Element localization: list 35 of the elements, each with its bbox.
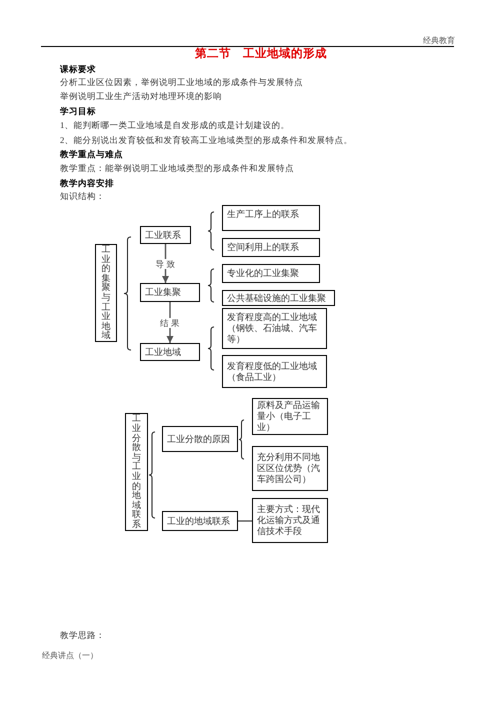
arrow — [166, 302, 174, 343]
body-text: 举例说明工业生产活动对地理环境的影响 — [60, 90, 222, 102]
concept-box: 工业的地域联系 — [162, 511, 238, 531]
concept-box: 发育程度低的工业地域（食品工业） — [222, 355, 327, 388]
body-text: 教学重点：能举例说明工业地域类型的形成条件和发展特点 — [60, 162, 294, 174]
concept-box: 专业化的工业集聚 — [222, 264, 320, 283]
edge-label: 导 致 — [154, 258, 177, 268]
edge-label: 结 果 — [158, 318, 182, 328]
section-heading: 学习目标 — [60, 106, 96, 116]
page-title: 第二节 工业地域的形成 — [195, 47, 327, 61]
concept-box: 工业地域 — [140, 343, 200, 361]
body-text: 知识结构： — [60, 190, 105, 202]
body-text: 分析工业区位因素，举例说明工业地域的形成条件与发展特点 — [60, 76, 303, 88]
concept-box: 工业联系 — [140, 226, 191, 244]
body-text: 教学思路： — [60, 630, 105, 640]
concept-box: 原料及产品运输量小（电子工业） — [252, 398, 328, 435]
concept-box: 空间利用上的联系 — [222, 238, 320, 257]
concept-box: 主要方式：现代化运输方式及通信技术手段 — [252, 498, 328, 543]
footer-text: 经典讲点（一） — [42, 650, 98, 660]
section-heading: 课标要求 — [60, 64, 96, 74]
topic-box: 工业分散与工业的地域联系 — [125, 413, 148, 531]
body-text: 2、能分别说出发育较低和发育较高工业地域类型的形成条件和发展特点。 — [60, 134, 352, 146]
concept-box: 公共基础设施的工业集聚 — [222, 290, 335, 306]
topic-box: 工业的集聚与工业地域 — [95, 244, 117, 342]
concept-box: 发育程度高的工业地域（钢铁、石油城、汽车等） — [222, 308, 327, 349]
section-heading: 教学内容安排 — [60, 178, 114, 188]
concept-box: 生产工序上的联系 — [222, 205, 320, 231]
body-text: 1、能判断哪一类工业地域是自发形成的或是计划建设的。 — [60, 120, 290, 130]
concept-box: 充分利用不同地区区位优势（汽车跨国公司） — [252, 446, 328, 491]
arrow — [162, 244, 169, 283]
concept-box: 工业集聚 — [140, 283, 200, 302]
concept-box: 工业分散的原因 — [162, 426, 238, 452]
header-text: 经典教育 — [423, 34, 455, 46]
connector-line — [238, 520, 252, 522]
section-heading: 教学重点与难点 — [60, 148, 123, 160]
